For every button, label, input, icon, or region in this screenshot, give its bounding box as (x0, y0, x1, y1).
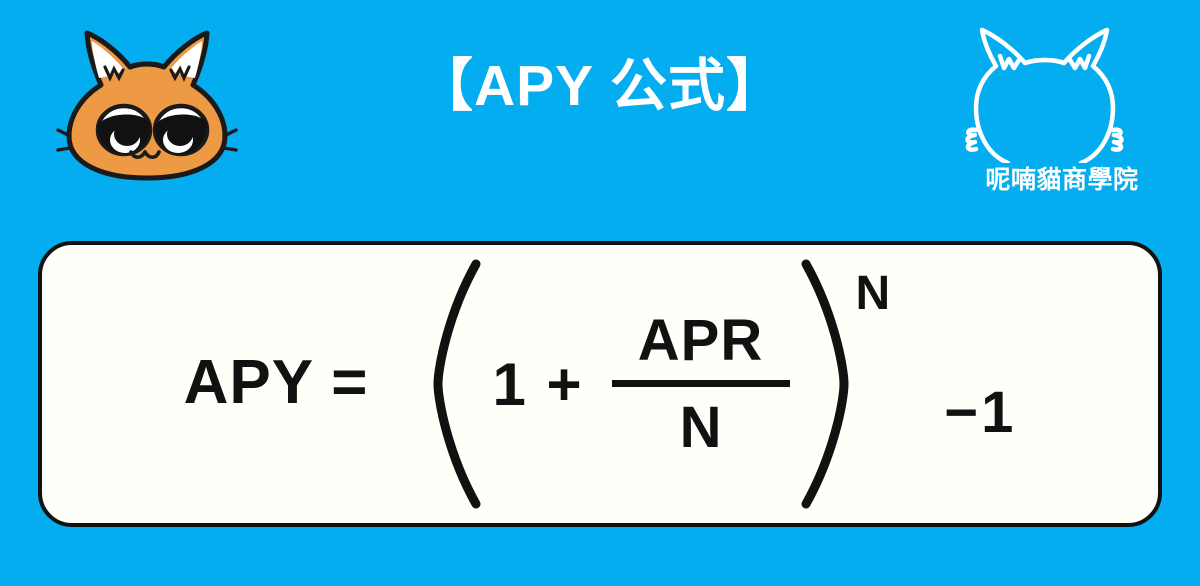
formula-expression: APY = 1 + APR N (42, 245, 1158, 523)
fraction-numerator: APR (637, 307, 764, 373)
fraction-bar (611, 379, 790, 387)
formula-card: APY = 1 + APR N (38, 241, 1162, 527)
close-paren-glyph (796, 258, 850, 510)
open-paren-glyph (432, 258, 486, 510)
parenthesized-group: 1 + APR N N (432, 258, 890, 510)
cat-face-icon (44, 12, 249, 187)
apr-over-n-fraction: APR N (611, 307, 790, 460)
brand-watermark: 呢喃貓商學院 (962, 18, 1162, 200)
watermark-label: 呢喃貓商學院 (985, 166, 1139, 194)
minus-one-term: −1 (944, 379, 1017, 445)
exponent-n: N (855, 267, 891, 320)
fraction-denominator: N (679, 394, 722, 460)
page-title: 【APY 公式】 (415, 54, 784, 118)
parenthesis-contents: 1 + APR N (486, 307, 795, 460)
one-plus-term: 1 + (492, 350, 584, 418)
formula-left-side: APY = (183, 347, 369, 417)
cat-head-outline-icon (962, 18, 1162, 166)
